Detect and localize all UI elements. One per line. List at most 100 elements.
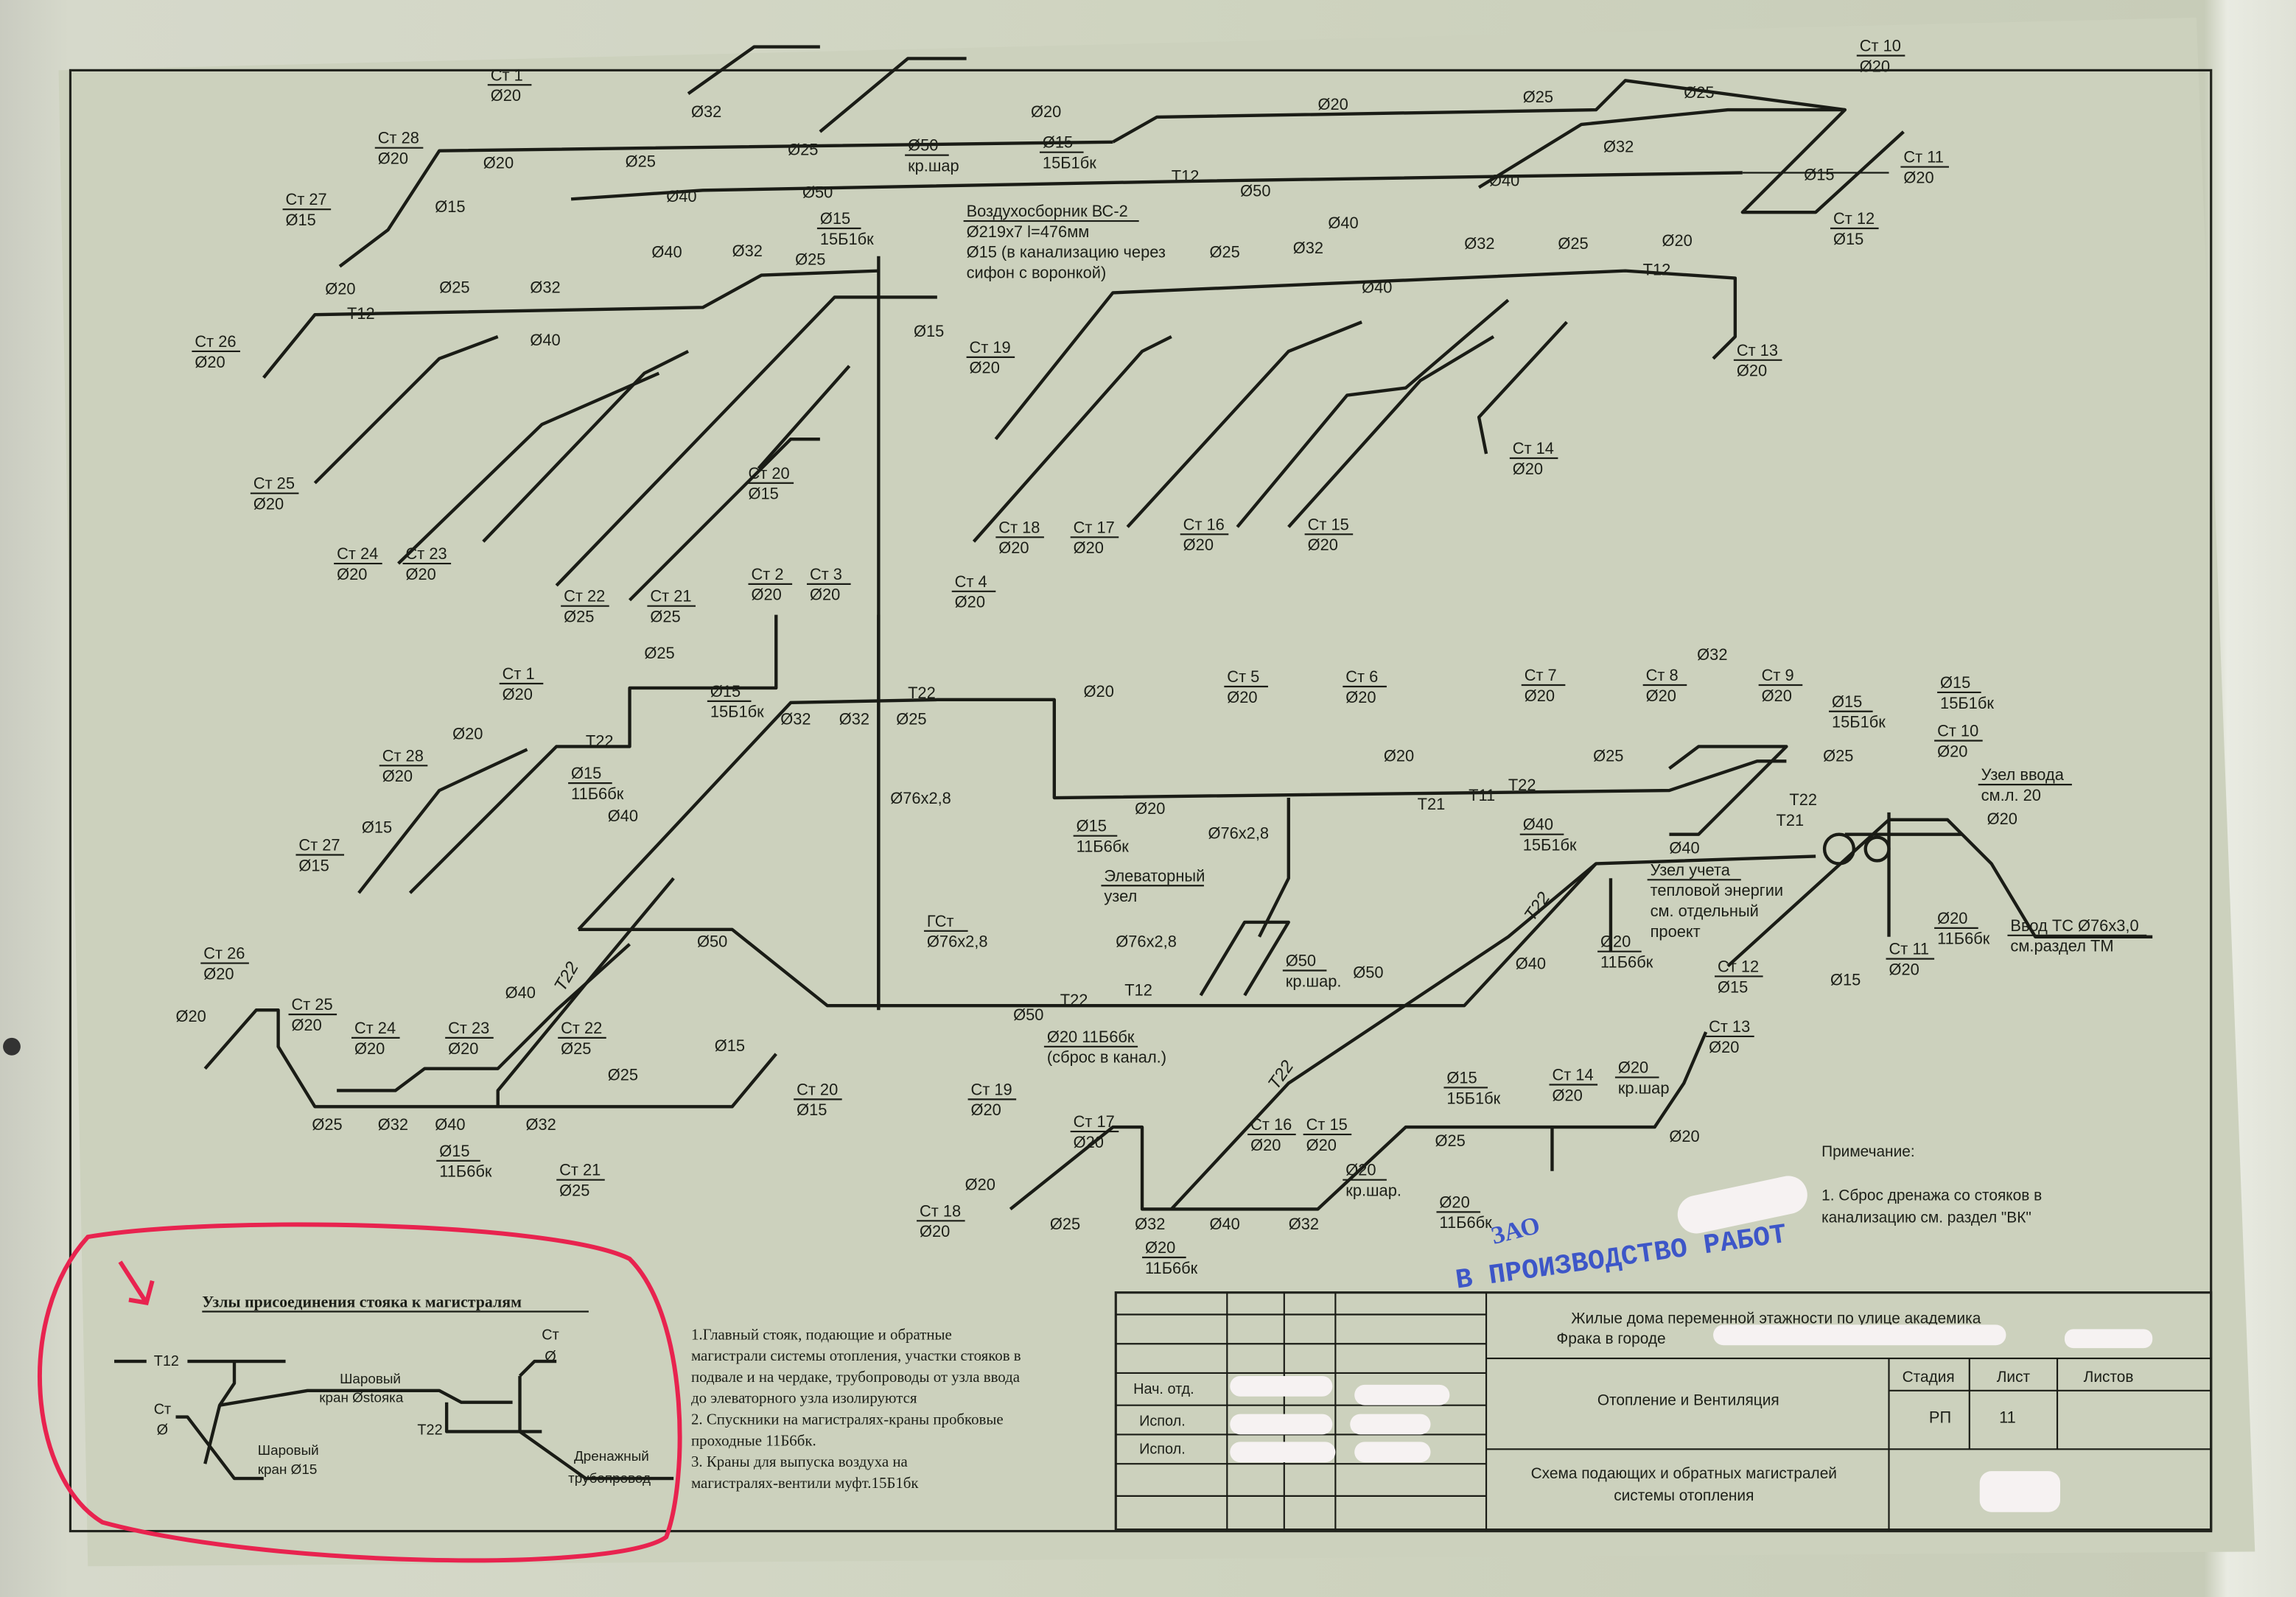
legend-t22-label: T22 <box>417 1422 442 1438</box>
pipe-label: Ø15 <box>1830 970 1861 989</box>
label-secondary: Ø20 <box>1345 688 1376 706</box>
label-secondary: Ø20 <box>382 767 413 785</box>
pipe-label: T12 <box>1643 261 1671 279</box>
label-secondary: (сброс в канал.) <box>1047 1048 1166 1067</box>
label-primary: Ø32 <box>1293 239 1323 257</box>
redaction <box>1677 1176 1807 1234</box>
pipe-label: Ø40 <box>1669 839 1699 857</box>
pipe-label: Ø32 <box>530 278 560 296</box>
label-secondary: 11Б6бк <box>1077 838 1130 856</box>
label-secondary: Ø15 (в канализацию через <box>967 243 1166 262</box>
label-primary: Ø25 <box>608 1066 638 1084</box>
pipe-label: Ø32 <box>1135 1215 1165 1233</box>
pipe-label: Ø76x2,8 <box>890 789 951 807</box>
label-primary: Ø32 <box>525 1115 556 1134</box>
role-executor-1: Испол. <box>1139 1414 1186 1430</box>
pipe-label: Ø50 <box>697 933 727 951</box>
label-secondary: см. отдельный <box>1651 902 1759 920</box>
label-primary: Ø32 <box>1289 1215 1319 1233</box>
redaction <box>1713 1324 2006 1346</box>
pipe-label: Ø20 <box>483 154 514 172</box>
label-primary: Ст 24 <box>354 1019 396 1037</box>
pipe-label: Ø15 <box>715 1036 745 1055</box>
legend-valve-riser-2: кран Østояка <box>319 1390 404 1405</box>
label-primary: Ø20 <box>1031 102 1061 121</box>
label-primary: Ø25 <box>312 1115 342 1134</box>
general-note-line: подвале и на чердаке, трубопроводы от уз… <box>691 1368 1020 1386</box>
remark: Примечание: 1. Сброс дренажа со стояков … <box>1821 1143 2042 1226</box>
label-secondary: 15Б1бк <box>1940 694 1994 712</box>
pipe-label: Ø50 <box>1013 1005 1043 1024</box>
label-primary: Ø20 <box>1987 810 2017 828</box>
label-primary: Ø25 <box>644 644 674 662</box>
label-secondary: 11Б6бк <box>1600 953 1653 972</box>
label-primary: Ø32 <box>1464 234 1494 253</box>
pipe-label: T22 <box>908 684 936 702</box>
label-primary: Ø15 <box>1077 817 1107 835</box>
redaction <box>1354 1442 1431 1463</box>
role-executor-2: Испол. <box>1139 1441 1186 1457</box>
label-primary: Ø50 <box>1240 181 1270 200</box>
label-primary: Ø25 <box>1050 1215 1080 1233</box>
pipe-label: Ø20 <box>1987 810 2017 828</box>
pipe-label: Ø40 <box>505 983 536 1002</box>
label-primary: Ст 11 <box>1903 148 1944 166</box>
label-secondary: Ø20 <box>1762 687 1792 705</box>
label-primary: Ст 19 <box>971 1080 1012 1098</box>
label-primary: T21 <box>1418 795 1446 813</box>
general-note-line: 2. Спускники на магистралях-краны пробко… <box>691 1411 1004 1428</box>
pipe-label: T22 <box>1508 776 1536 794</box>
pipe-label: Ø20 <box>1384 746 1414 765</box>
label-primary: Ст 23 <box>406 544 447 563</box>
label-primary: Ø20 <box>1669 1127 1699 1145</box>
remark-heading: Примечание: <box>1821 1143 1915 1160</box>
label-secondary: Ø25 <box>559 1182 589 1200</box>
general-note-line: 1.Главный стояк, подающие и обратные <box>691 1325 952 1343</box>
redaction <box>1350 1414 1431 1435</box>
paper <box>58 17 2255 1567</box>
label-secondary: сифон с воронкой) <box>967 264 1107 282</box>
label-secondary: Ø20 <box>1737 362 1767 380</box>
pipe-label: Ø32 <box>732 242 763 260</box>
label-primary: Ст 5 <box>1227 667 1259 686</box>
pipe-label: Ø32 <box>525 1115 556 1134</box>
legend-st-right: Ст <box>542 1327 559 1343</box>
red-circle-mark <box>37 1222 682 1563</box>
redaction <box>1354 1384 1450 1405</box>
pipe-label: Ø32 <box>1293 239 1323 257</box>
label-primary: Узел ввода <box>1981 765 2065 784</box>
label-primary: Ø40 <box>608 807 638 825</box>
upper-pipe-network <box>262 45 1905 1011</box>
label-primary: Ст 28 <box>382 746 424 765</box>
project-name: Жилые дома переменной этажности по улице… <box>1571 1310 1981 1327</box>
label-secondary: Ø20 <box>1308 536 1338 554</box>
label-primary: Ø32 <box>839 710 869 729</box>
label-primary: Ø15 <box>710 682 741 701</box>
label-primary: Ст 23 <box>448 1019 489 1037</box>
label-primary: Ø32 <box>378 1115 408 1134</box>
legend-drain-2: трубопровод <box>568 1470 651 1486</box>
label-primary: Ø32 <box>1697 645 1727 664</box>
